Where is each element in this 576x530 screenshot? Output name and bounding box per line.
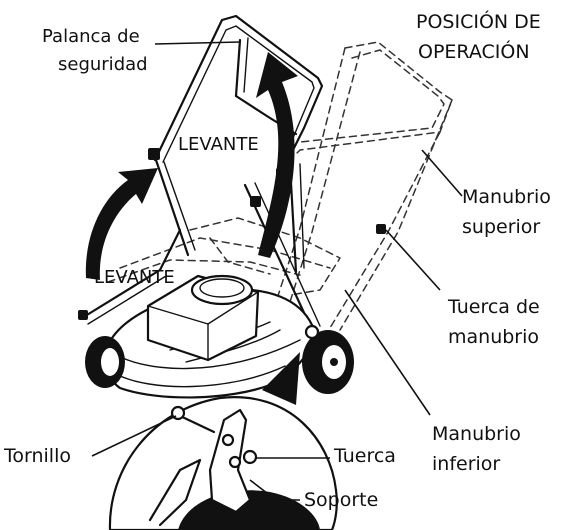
label-manubrio-inferior-line2: inferior: [432, 453, 500, 475]
label-manubrio-superior-line2: superior: [462, 216, 540, 238]
lift-arrow-lower: [85, 168, 158, 280]
label-tornillo: Tornillo: [3, 445, 71, 467]
nut-detail: [242, 449, 258, 465]
label-manubrio-superior-line1: Manubrio: [462, 186, 551, 208]
label-palanca-line2: seguridad: [58, 54, 148, 75]
label-levante-lower: LEVANTE: [94, 267, 175, 288]
front-wheel: [85, 336, 125, 388]
label-levante-upper: LEVANTE: [178, 134, 259, 155]
label-manubrio-inferior-line1: Manubrio: [432, 423, 521, 445]
label-posicion-line1: POSICIÓN DE: [416, 9, 541, 33]
label-posicion-line2: OPERACIÓN: [418, 39, 530, 63]
label-tuerca: Tuerca: [333, 445, 396, 467]
label-tuerca-manubrio-line2: manubrio: [448, 326, 539, 348]
mower-engine: [146, 274, 260, 362]
leader-lines: [91, 41, 463, 501]
label-tuerca-manubrio-line1: Tuerca de: [447, 296, 540, 318]
lift-arrow-upper: [256, 52, 298, 258]
label-palanca-line1: Palanca de: [42, 26, 140, 47]
handle-pivot-bolt: [304, 324, 320, 340]
rear-wheel: [302, 330, 354, 394]
label-soporte: Soporte: [304, 489, 378, 511]
